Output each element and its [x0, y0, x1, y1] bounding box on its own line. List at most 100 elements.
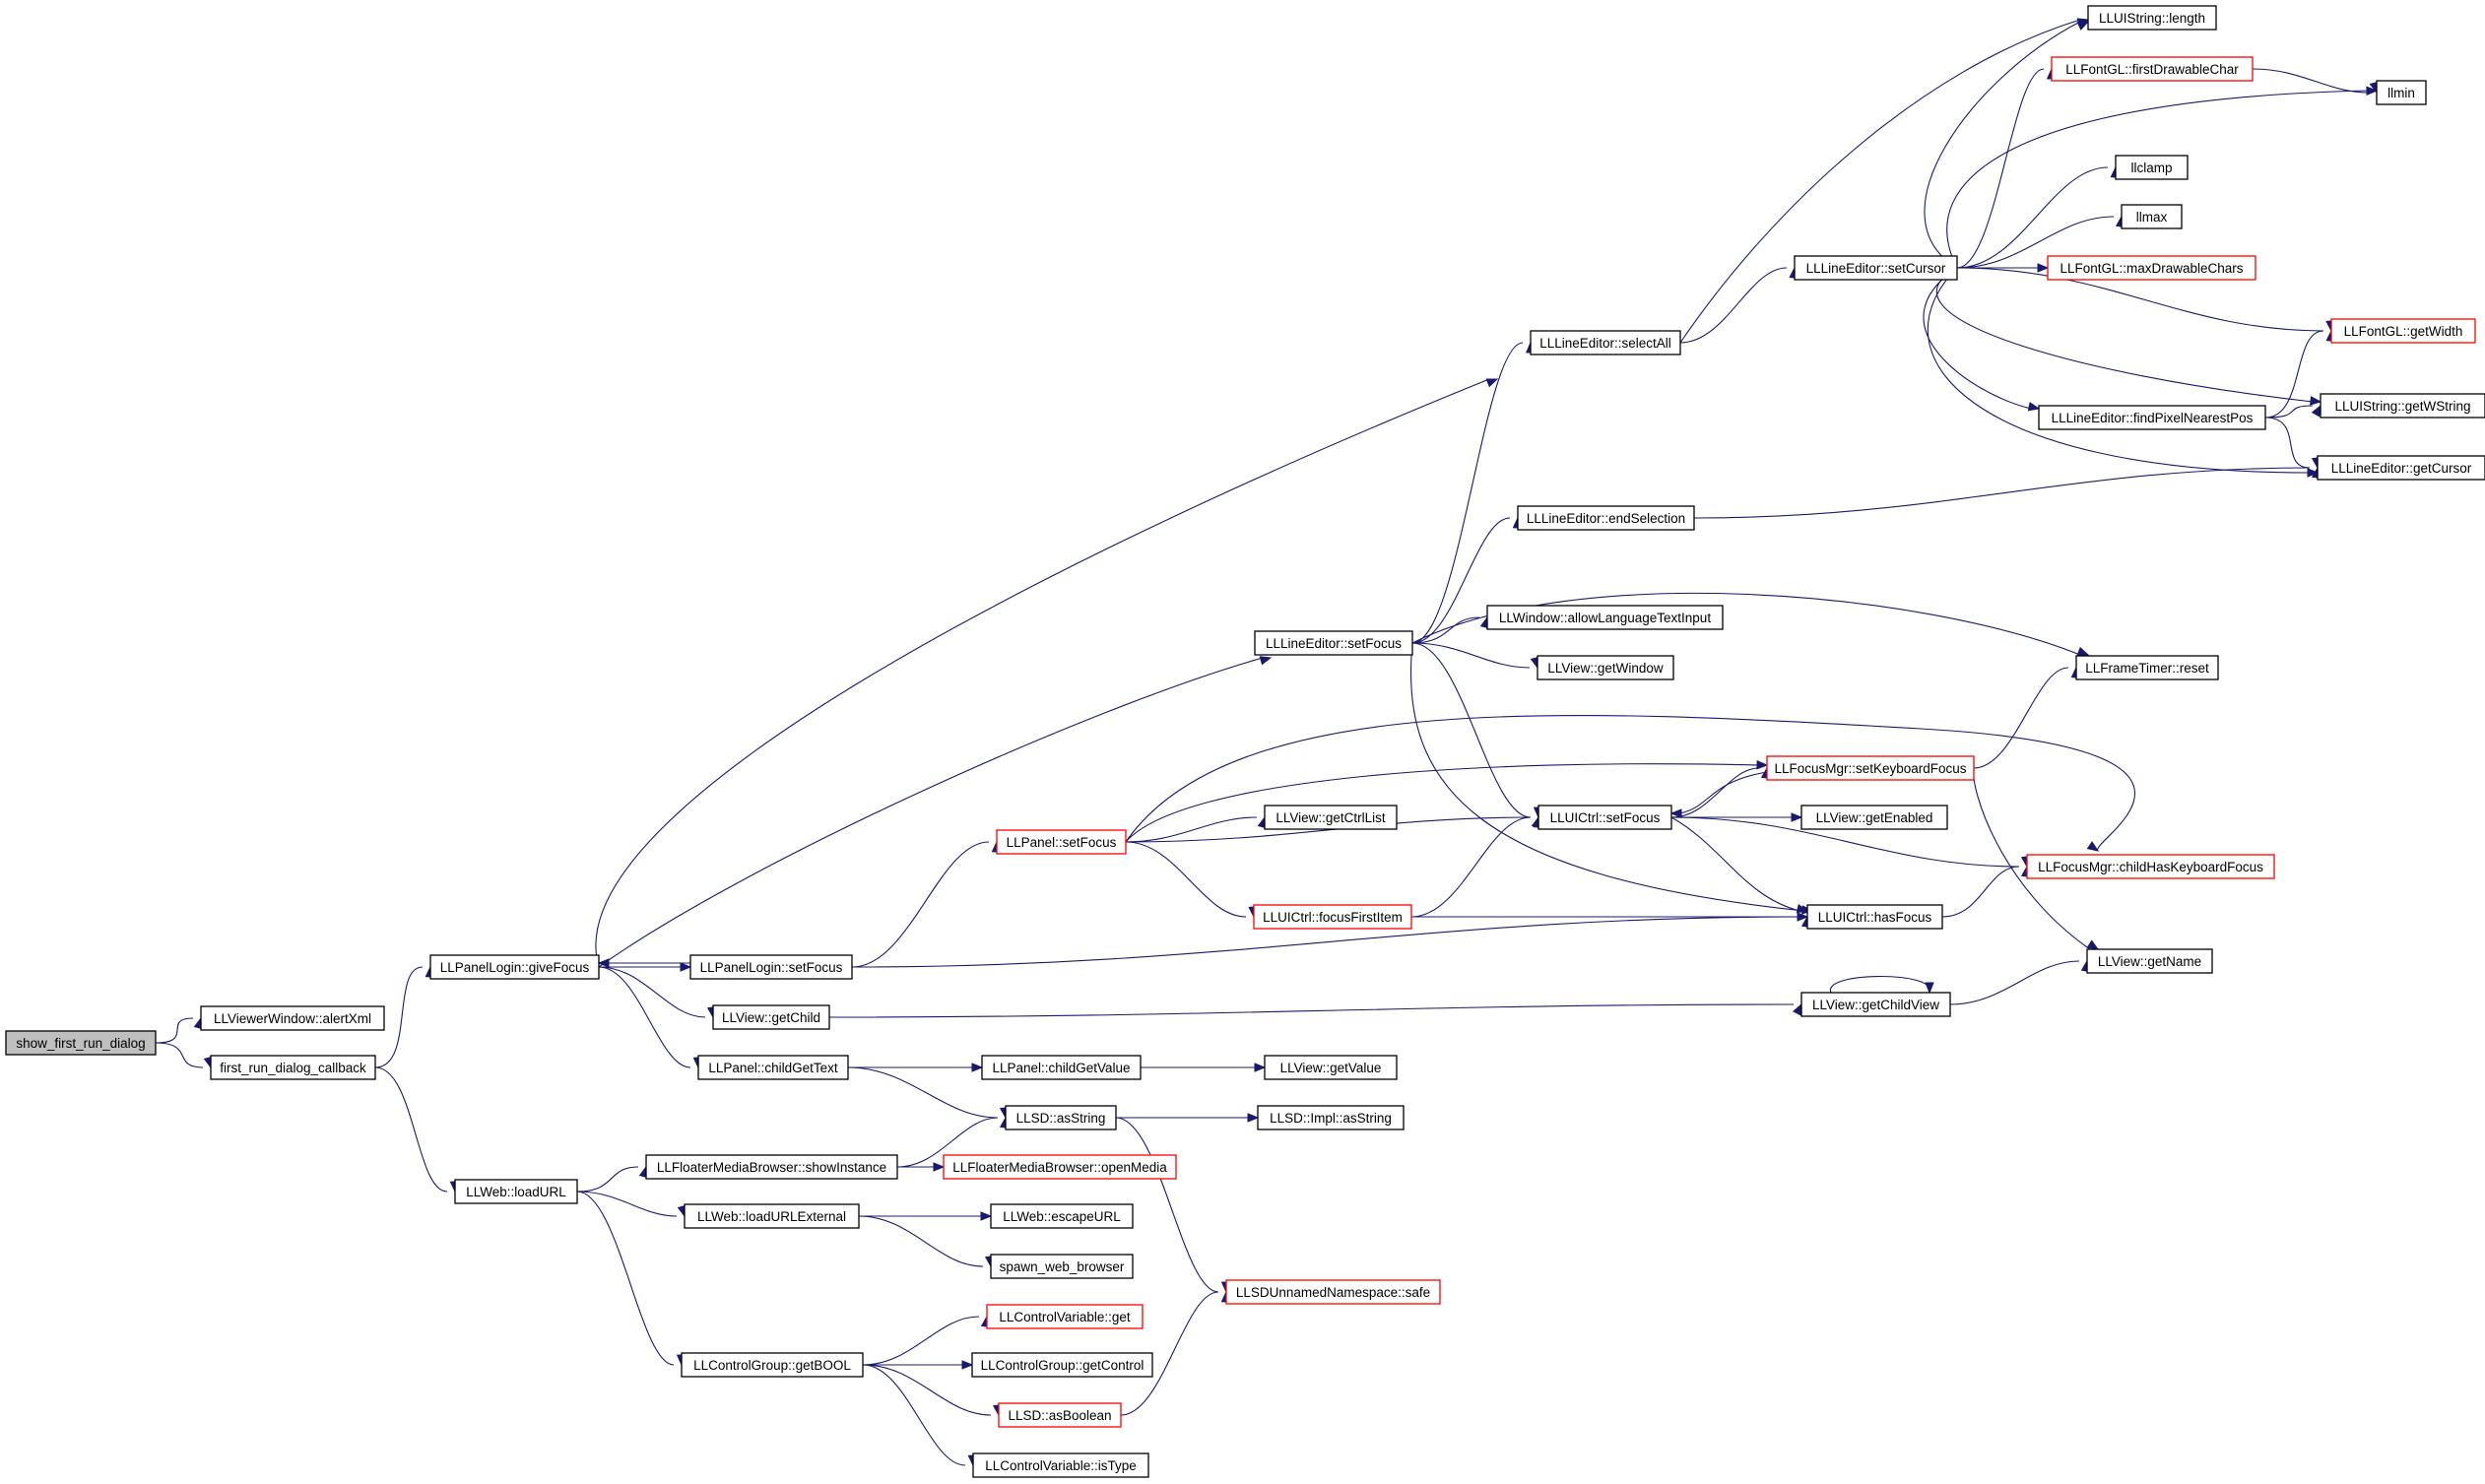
- node-box[interactable]: [2051, 56, 2254, 82]
- node-box[interactable]: [210, 1055, 376, 1080]
- node-box[interactable]: [429, 954, 600, 980]
- node-frdc[interactable]: first_run_dialog_callback: [210, 1055, 376, 1080]
- node-box[interactable]: [1766, 755, 1975, 781]
- node-childGetText[interactable]: LLPanel::childGetText: [697, 1055, 849, 1080]
- node-llclamp[interactable]: llclamp: [2115, 155, 2189, 180]
- node-box[interactable]: [1530, 330, 1681, 355]
- node-box[interactable]: [2115, 155, 2189, 180]
- node-box[interactable]: [1800, 805, 1948, 830]
- node-firstDrawable[interactable]: LLFontGL::firstDrawableChar: [2051, 56, 2254, 82]
- node-box[interactable]: [2121, 204, 2183, 229]
- node-getControl[interactable]: LLControlGroup::getControl: [971, 1352, 1153, 1378]
- node-box[interactable]: [454, 1179, 578, 1204]
- node-box[interactable]: [1257, 1105, 1405, 1130]
- node-box[interactable]: [943, 1154, 1177, 1180]
- node-box[interactable]: [689, 954, 853, 980]
- node-escapeURL[interactable]: LLWeb::escapeURL: [990, 1203, 1134, 1229]
- node-getChildView[interactable]: LLView::getChildView: [1800, 992, 1951, 1017]
- node-openMedia[interactable]: LLFloaterMediaBrowser::openMedia: [943, 1154, 1177, 1180]
- node-panelSetFocus[interactable]: LLPanel::setFocus: [996, 829, 1127, 855]
- node-box[interactable]: [2026, 854, 2275, 879]
- node-getWString[interactable]: LLUIString::getWString: [2320, 393, 2485, 419]
- node-getWindow[interactable]: LLView::getWindow: [1537, 655, 1674, 680]
- node-box[interactable]: [645, 1154, 898, 1180]
- node-getCursor[interactable]: LLLineEditor::getCursor: [2317, 455, 2485, 481]
- node-box[interactable]: [681, 1352, 864, 1378]
- node-findPixel[interactable]: LLLineEditor::findPixelNearestPos: [2038, 405, 2266, 430]
- node-box[interactable]: [2376, 80, 2427, 105]
- node-reset[interactable]: LLFrameTimer::reset: [2075, 655, 2219, 680]
- node-box[interactable]: [5, 1030, 157, 1056]
- node-leSetFocus[interactable]: LLLineEditor::setFocus: [1254, 630, 1413, 656]
- node-box[interactable]: [990, 1254, 1134, 1279]
- node-box[interactable]: [1225, 1279, 1441, 1305]
- node-box[interactable]: [1794, 255, 1958, 281]
- node-box[interactable]: [981, 1055, 1142, 1080]
- node-getValue[interactable]: LLView::getValue: [1264, 1055, 1398, 1080]
- node-selectAll[interactable]: LLLineEditor::selectAll: [1530, 330, 1681, 355]
- node-isType[interactable]: LLControlVariable::isType: [972, 1452, 1149, 1478]
- node-length[interactable]: LLUIString::length: [2087, 5, 2217, 31]
- node-box[interactable]: [990, 1203, 1134, 1229]
- node-getChild[interactable]: LLView::getChild: [712, 1004, 830, 1030]
- node-box[interactable]: [996, 829, 1127, 855]
- node-safe[interactable]: LLSDUnnamedNamespace::safe: [1225, 1279, 1441, 1305]
- node-box[interactable]: [1264, 805, 1398, 830]
- node-box[interactable]: [972, 1452, 1149, 1478]
- node-box[interactable]: [1005, 1105, 1117, 1130]
- node-endSelection[interactable]: LLLineEditor::endSelection: [1517, 505, 1695, 531]
- node-box[interactable]: [2075, 655, 2219, 680]
- node-box[interactable]: [697, 1055, 849, 1080]
- node-box[interactable]: [1537, 805, 1672, 830]
- node-setKbFocus[interactable]: LLFocusMgr::setKeyboardFocus: [1766, 755, 1975, 781]
- node-box[interactable]: [1537, 655, 1674, 680]
- node-box[interactable]: [712, 1004, 830, 1030]
- node-loadURLExternal[interactable]: LLWeb::loadURLExternal: [684, 1203, 860, 1229]
- node-plSetFocus[interactable]: LLPanelLogin::setFocus: [689, 954, 853, 980]
- node-allowLang[interactable]: LLWindow::allowLanguageTextInput: [1486, 605, 1724, 630]
- node-box[interactable]: [2047, 255, 2256, 281]
- node-uiSetFocus[interactable]: LLUICtrl::setFocus: [1537, 805, 1672, 830]
- node-show_first_run_dialog[interactable]: show_first_run_dialog: [5, 1030, 157, 1056]
- node-cvGet[interactable]: LLControlVariable::get: [986, 1304, 1144, 1329]
- node-box[interactable]: [1264, 1055, 1398, 1080]
- node-llmin[interactable]: llmin: [2376, 80, 2427, 105]
- node-box[interactable]: [998, 1402, 1122, 1428]
- node-getEnabled[interactable]: LLView::getEnabled: [1800, 805, 1948, 830]
- node-box[interactable]: [1254, 630, 1413, 656]
- node-alertXml[interactable]: LLViewerWindow::alertXml: [200, 1005, 385, 1031]
- node-loadURL[interactable]: LLWeb::loadURL: [454, 1179, 578, 1204]
- node-box[interactable]: [684, 1203, 860, 1229]
- node-box[interactable]: [2038, 405, 2266, 430]
- node-box[interactable]: [2086, 948, 2213, 974]
- node-box[interactable]: [200, 1005, 385, 1031]
- node-box[interactable]: [1800, 992, 1951, 1017]
- node-box[interactable]: [1253, 904, 1412, 930]
- node-box[interactable]: [986, 1304, 1144, 1329]
- node-asBoolean[interactable]: LLSD::asBoolean: [998, 1402, 1122, 1428]
- node-getWidth[interactable]: LLFontGL::getWidth: [2330, 318, 2476, 344]
- node-box[interactable]: [2317, 455, 2485, 481]
- node-box[interactable]: [1806, 904, 1943, 930]
- node-llmax[interactable]: llmax: [2121, 204, 2183, 229]
- node-childGetValue[interactable]: LLPanel::childGetValue: [981, 1055, 1142, 1080]
- node-childHasKb[interactable]: LLFocusMgr::childHasKeyboardFocus: [2026, 854, 2275, 879]
- node-implAsString[interactable]: LLSD::Impl::asString: [1257, 1105, 1405, 1130]
- node-setCursor[interactable]: LLLineEditor::setCursor: [1794, 255, 1958, 281]
- node-getCtrlList[interactable]: LLView::getCtrlList: [1264, 805, 1398, 830]
- node-box[interactable]: [971, 1352, 1153, 1378]
- node-asString[interactable]: LLSD::asString: [1005, 1105, 1117, 1130]
- node-focusFirstItem[interactable]: LLUICtrl::focusFirstItem: [1253, 904, 1412, 930]
- node-getBOOL[interactable]: LLControlGroup::getBOOL: [681, 1352, 864, 1378]
- node-box[interactable]: [1486, 605, 1724, 630]
- node-box[interactable]: [1517, 505, 1695, 531]
- node-maxDrawable[interactable]: LLFontGL::maxDrawableChars: [2047, 255, 2256, 281]
- node-hasFocus[interactable]: LLUICtrl::hasFocus: [1806, 904, 1943, 930]
- node-showInstance[interactable]: LLFloaterMediaBrowser::showInstance: [645, 1154, 898, 1180]
- node-spawn[interactable]: spawn_web_browser: [990, 1254, 1134, 1279]
- node-box[interactable]: [2320, 393, 2485, 419]
- node-getName[interactable]: LLView::getName: [2086, 948, 2213, 974]
- node-giveFocus[interactable]: LLPanelLogin::giveFocus: [429, 954, 600, 980]
- node-box[interactable]: [2087, 5, 2217, 31]
- node-box[interactable]: [2330, 318, 2476, 344]
